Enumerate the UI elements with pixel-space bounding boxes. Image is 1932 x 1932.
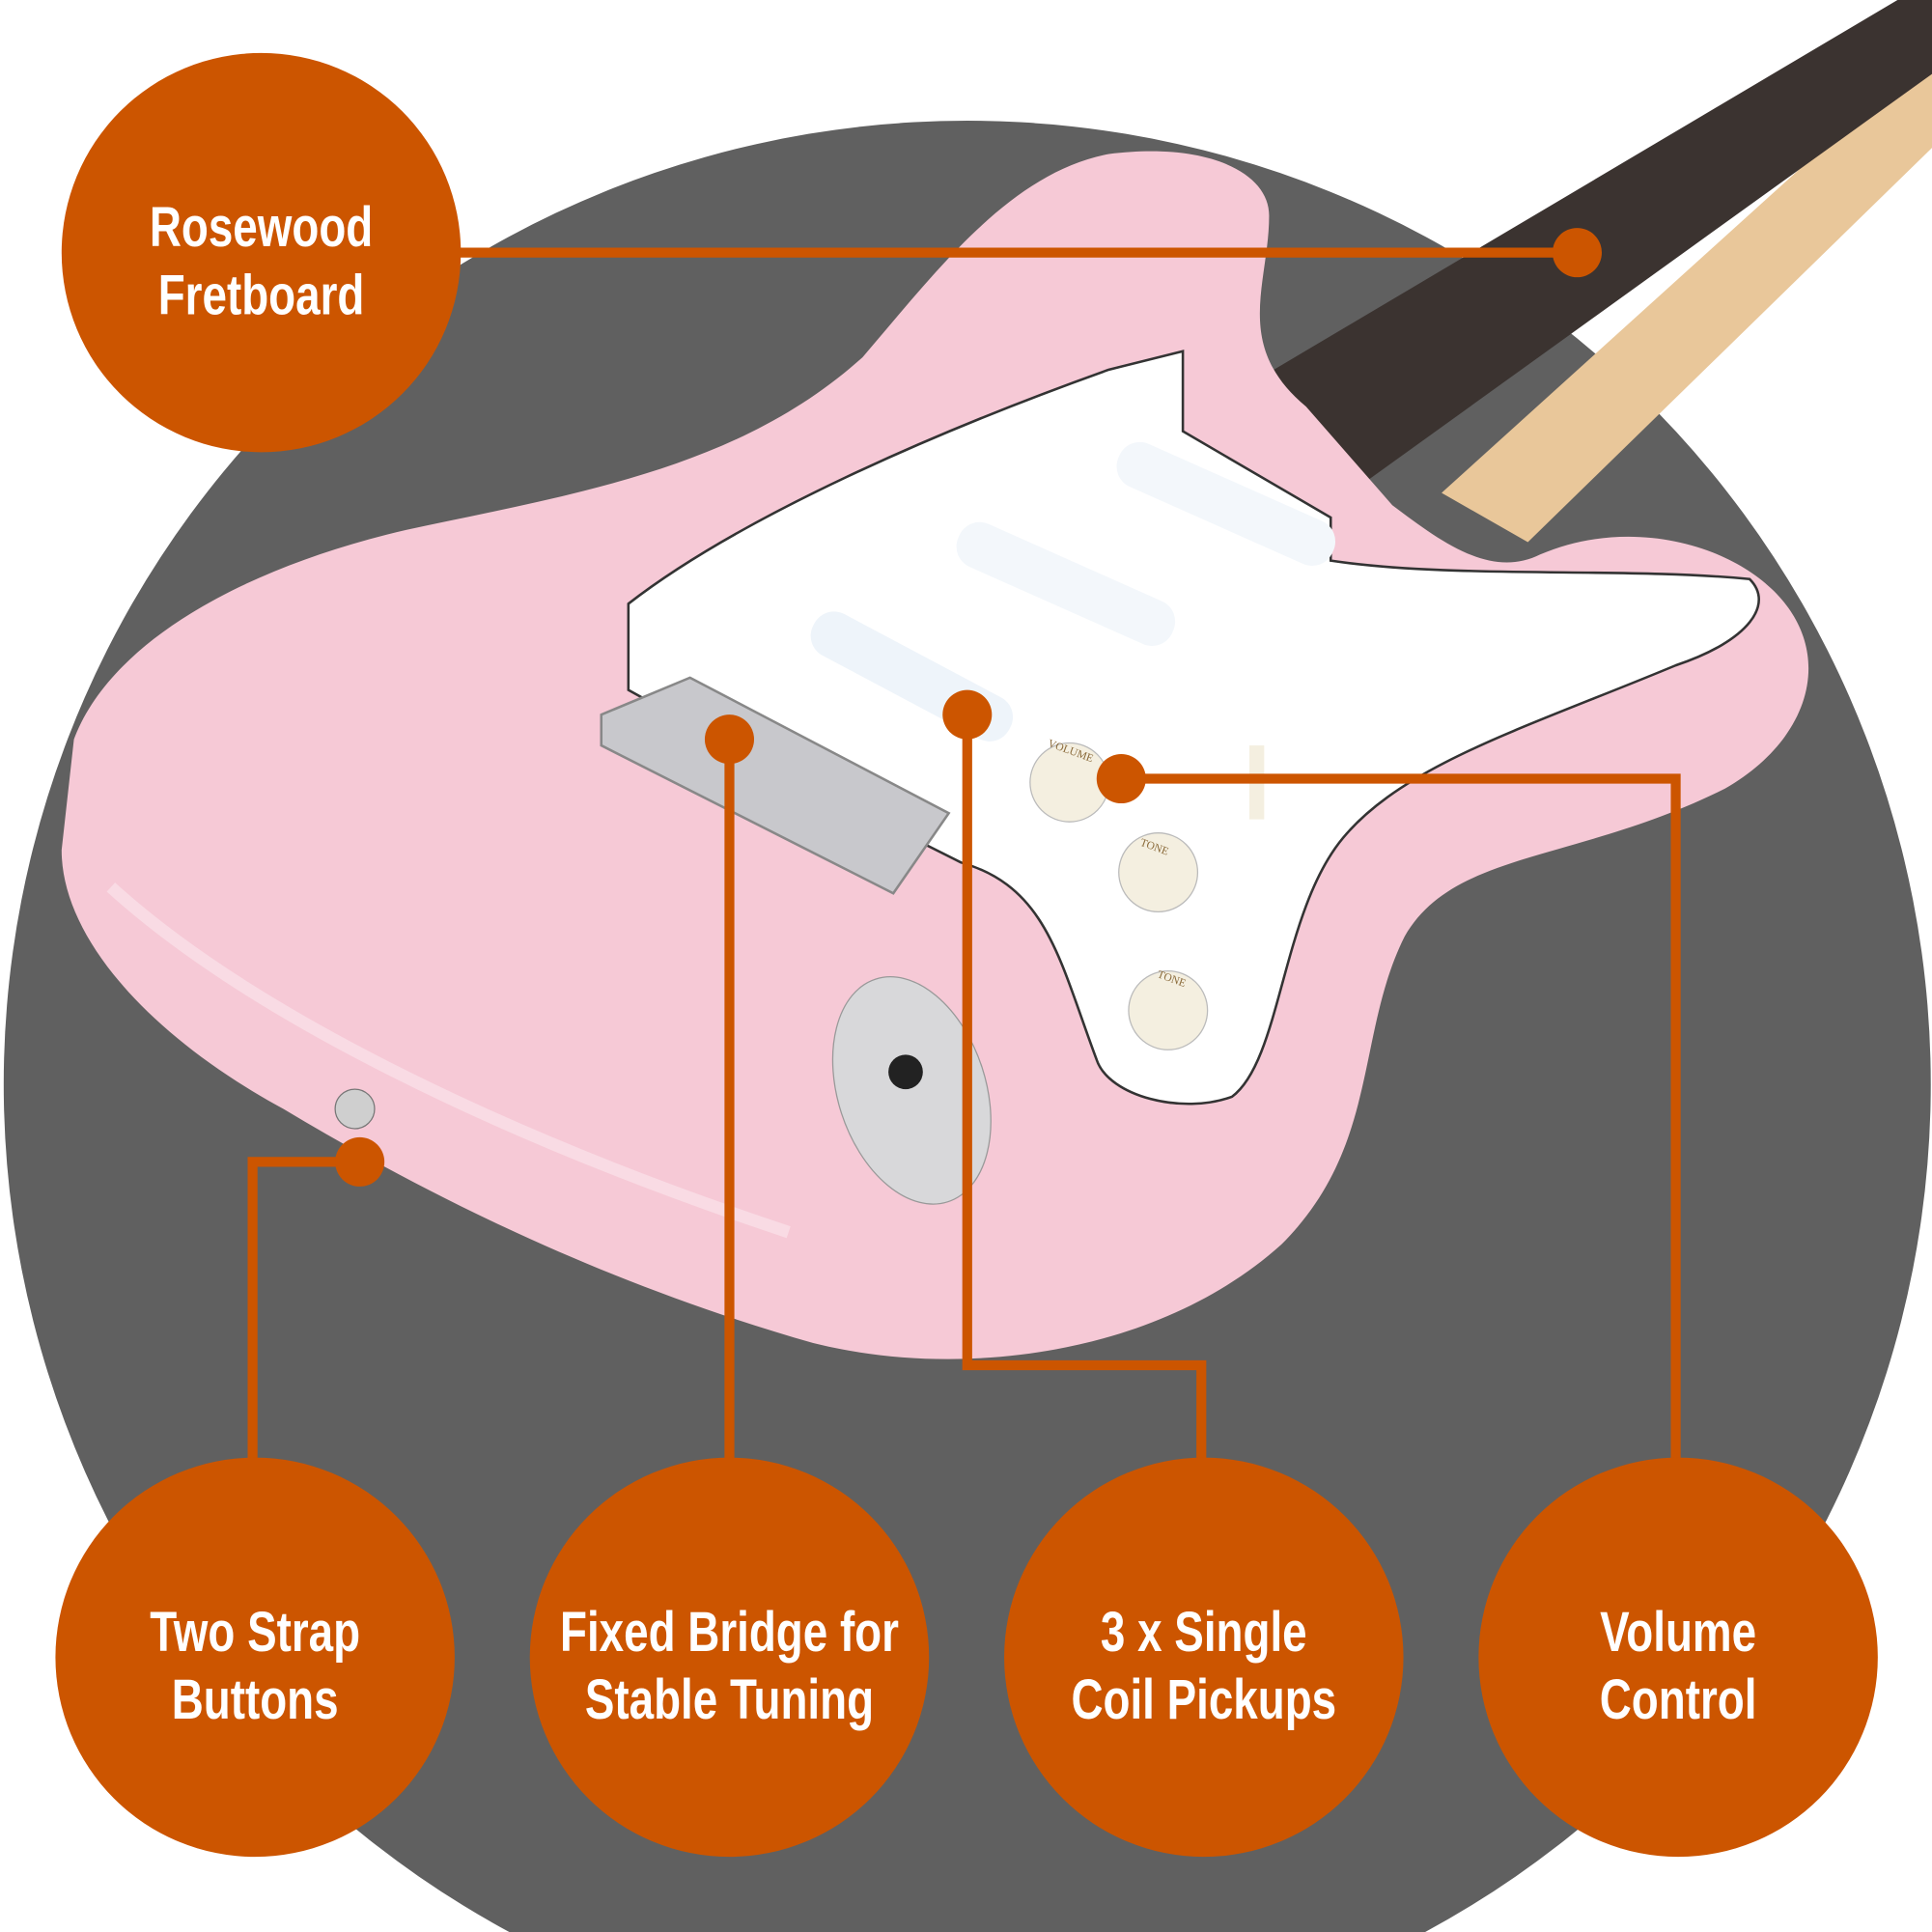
bridge-plate bbox=[600, 676, 951, 895]
marker-fretboard bbox=[1552, 228, 1602, 278]
callout-pickups: 3 x Single Coil Pickups bbox=[1004, 1457, 1404, 1858]
callout-label-line1: Two Strap bbox=[150, 1601, 360, 1665]
body-edge-shading bbox=[106, 882, 791, 1239]
pickguard bbox=[627, 350, 1760, 1106]
callout-label-line2: Coil Pickups bbox=[1071, 1668, 1336, 1732]
pickup-neck bbox=[1116, 441, 1336, 567]
guitar-image: VOLUME TONE TONE bbox=[61, 0, 1932, 1359]
callout-bridge: Fixed Bridge for Stable Tuning bbox=[529, 1457, 930, 1858]
callout-bubble bbox=[1478, 1457, 1878, 1858]
line-strap-buttons bbox=[247, 1157, 360, 1467]
callout-volume: Volume Control bbox=[1478, 1457, 1878, 1858]
callout-bubble bbox=[529, 1457, 930, 1858]
callout-label-line2: Stable Tuning bbox=[585, 1668, 874, 1732]
line-pickups bbox=[962, 714, 1207, 1467]
callout-label-line1: Rosewood bbox=[150, 196, 373, 260]
callout-label-line1: 3 x Single bbox=[1101, 1601, 1307, 1665]
callout-bubble bbox=[1004, 1457, 1404, 1858]
tone-knob-1 bbox=[1118, 832, 1199, 912]
callout-label-line1: Volume bbox=[1600, 1601, 1756, 1665]
callout-label-line2: Buttons bbox=[172, 1668, 339, 1732]
callout-label-line2: Fretboard bbox=[158, 264, 365, 327]
marker-bridge bbox=[704, 714, 755, 765]
strap-button bbox=[334, 1088, 376, 1130]
callout-strap-buttons: Two Strap Buttons bbox=[55, 1457, 455, 1858]
pickup-middle bbox=[956, 521, 1176, 646]
marker-volume bbox=[1096, 754, 1146, 804]
callout-label-line1: Fixed Bridge for bbox=[560, 1601, 899, 1665]
callout-bubble bbox=[61, 52, 462, 453]
output-jack-hole bbox=[888, 1054, 923, 1090]
callout-bubble bbox=[55, 1457, 455, 1858]
tone-knob-2 bbox=[1128, 969, 1209, 1050]
callout-lines bbox=[247, 228, 1681, 1467]
marker-strap-button bbox=[335, 1136, 385, 1187]
marker-pickups bbox=[942, 689, 993, 740]
line-volume bbox=[1121, 773, 1681, 1467]
callout-fretboard: Rosewood Fretboard bbox=[61, 52, 462, 453]
guitar-neck bbox=[1442, 49, 1932, 543]
callout-label-line2: Control bbox=[1600, 1668, 1757, 1732]
output-jack bbox=[831, 976, 992, 1205]
